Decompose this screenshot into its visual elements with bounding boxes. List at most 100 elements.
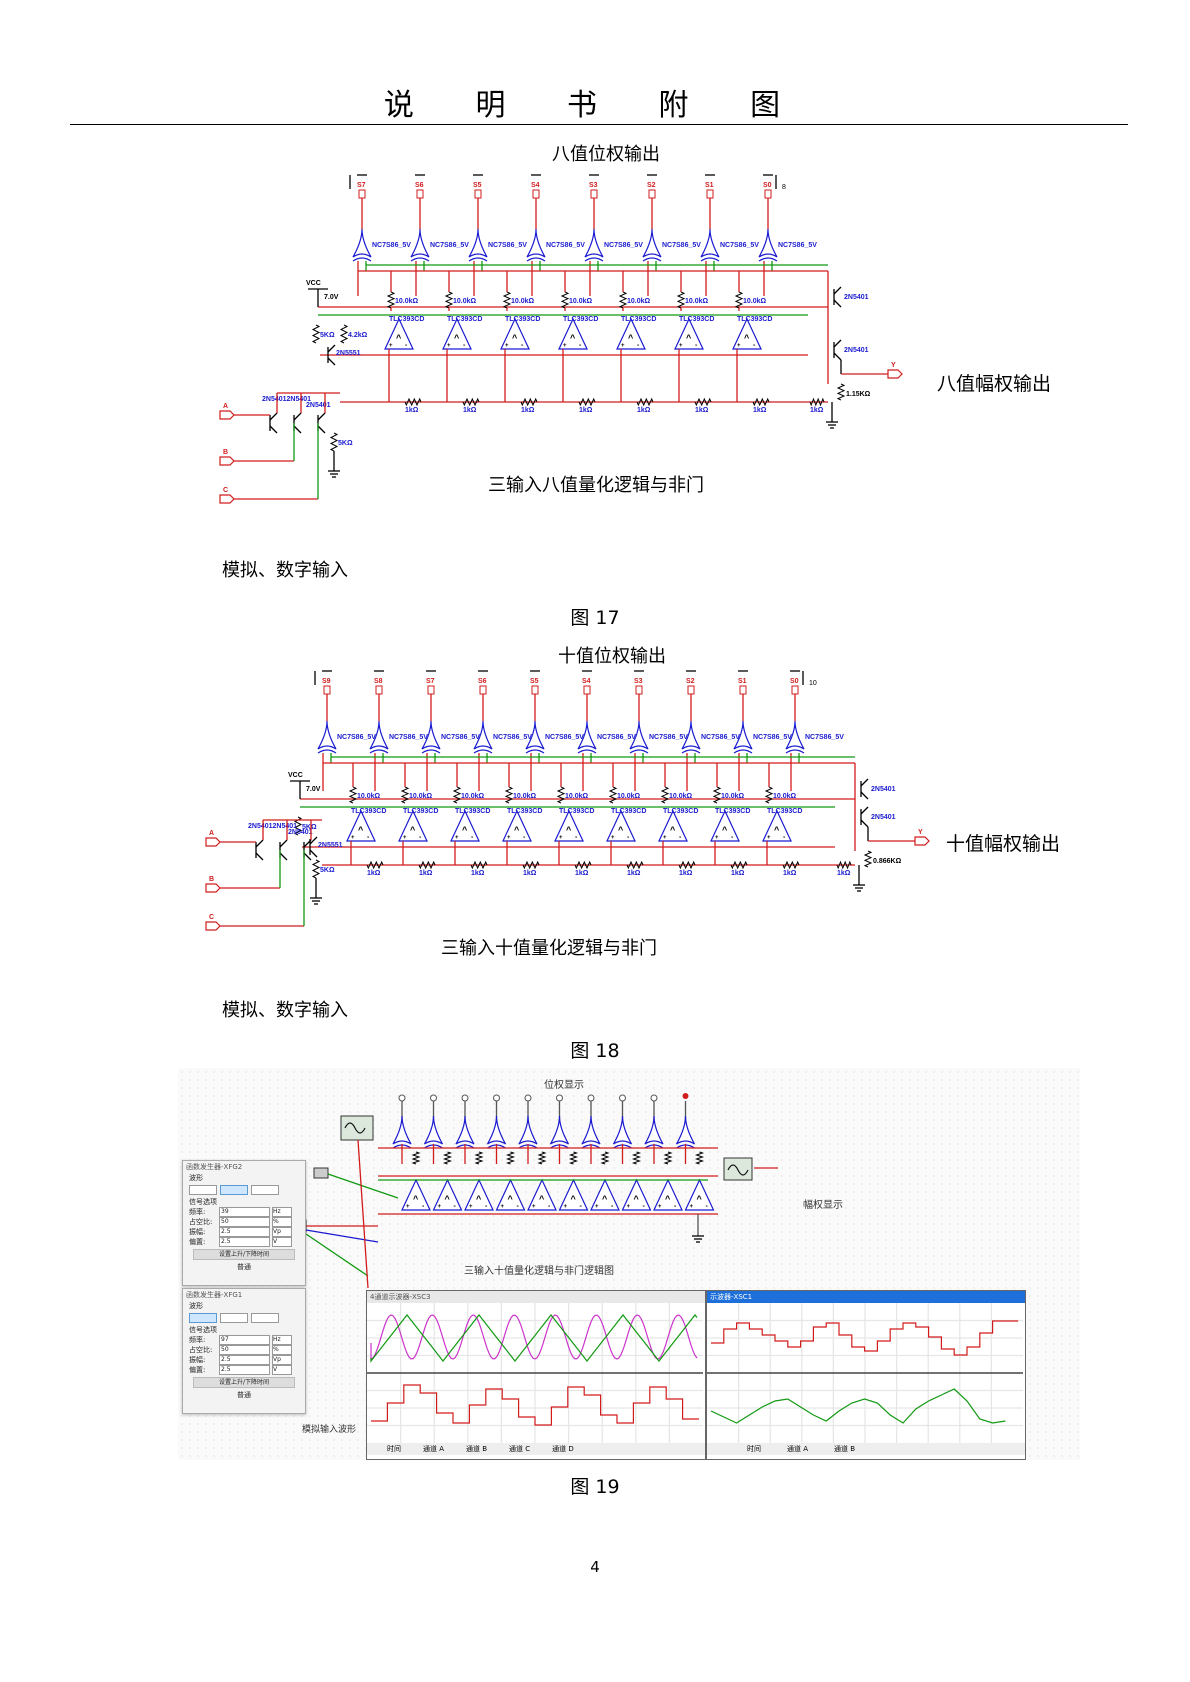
input-a-port	[205, 837, 221, 847]
xor-gate-curve	[758, 257, 778, 262]
sine-wave-button[interactable]	[189, 1313, 217, 1323]
fig19-bit-label: 位权显示	[544, 1080, 584, 1091]
mini-resistor	[631, 1151, 642, 1165]
output-pin-S5	[531, 685, 539, 695]
output-transistor-2-label: 2N5401	[844, 347, 869, 354]
input-transistor-emitter	[317, 425, 326, 434]
xor-gate-curve	[410, 257, 430, 262]
square-wave-button[interactable]	[251, 1313, 279, 1323]
output-pin-S0	[791, 685, 799, 695]
mini-comparator	[432, 1178, 463, 1211]
comparator-plus: +	[737, 343, 741, 349]
output-transistor-1-emitter	[833, 299, 842, 308]
mini-comparator	[464, 1178, 494, 1211]
xfg2-waveform-buttons[interactable]	[183, 1183, 305, 1197]
probe-lit	[682, 1093, 689, 1099]
ladder-label: 1kΩ	[419, 870, 433, 877]
pullup-resistor	[618, 291, 628, 309]
bias-resistor-top	[293, 816, 303, 836]
comparator-label: TLC393CD	[455, 808, 490, 815]
xor-gate-mini	[392, 1115, 412, 1145]
input-b-port-label: B	[209, 876, 214, 883]
xor-label: NC7S86_5V	[372, 242, 411, 249]
triangle-wave-button[interactable]	[220, 1185, 248, 1195]
input-a-port-label: A	[209, 830, 214, 837]
output-S6: S6	[415, 182, 424, 189]
fig17-schematic: 8S7NC7S86_5VS6NC7S86_5VS5NC7S86_5VS4NC7S…	[219, 174, 903, 504]
output-pin-S8	[375, 685, 383, 695]
ladder-resistor	[462, 397, 480, 407]
pullup-resistor	[608, 786, 618, 804]
pullup-label: 10.0kΩ	[617, 793, 641, 800]
output-S7: S7	[357, 182, 366, 189]
xor-label: NC7S86_5V	[389, 734, 428, 741]
pullup-resistor	[386, 291, 396, 309]
mini-comparator-minus: -	[517, 1203, 520, 1210]
triangle-wave-button[interactable]	[220, 1313, 248, 1323]
output-S1: S1	[738, 678, 747, 685]
comparator-label: TLC393CD	[563, 316, 598, 323]
comparator-plus: +	[455, 835, 459, 841]
sine-wave-button[interactable]	[189, 1185, 217, 1195]
mini-comparator-minus: -	[643, 1203, 646, 1210]
xor-gate-curve	[577, 749, 597, 754]
square-wave-button[interactable]	[251, 1185, 279, 1195]
comparator-minus: -	[405, 342, 408, 349]
xor-label: NC7S86_5V	[701, 734, 740, 741]
xor-gate-mini	[423, 1115, 444, 1145]
input-b-port-label: B	[223, 449, 228, 456]
xfg2-rise-fall-button[interactable]: 设置上升/下降时间	[193, 1249, 295, 1260]
comparator-label: TLC393CD	[611, 808, 646, 815]
comparator-plus: +	[767, 835, 771, 841]
output-transistor-2-label: 2N5401	[871, 814, 896, 821]
xfg1-duty-row[interactable]: 占空比:50%	[183, 1345, 305, 1355]
comparator-symbol: ^	[358, 825, 364, 835]
output-transistor-1-emitter	[860, 791, 869, 800]
comparator-symbol: ^	[774, 825, 780, 835]
bus-width: 8	[782, 184, 786, 191]
output-transistor-1-label: 2N5401	[844, 294, 869, 301]
xor-gate-curve	[642, 257, 662, 262]
xor-gate	[317, 720, 337, 750]
output-resistor-label: 1.15KΩ	[846, 391, 871, 398]
input-c-port	[219, 494, 235, 504]
xor-gate-curve	[421, 749, 441, 754]
comparator	[710, 809, 740, 842]
xsc1-title: 示波器-XSC1	[707, 1291, 1025, 1303]
output-y-port	[887, 369, 903, 379]
sine-icon	[344, 1122, 366, 1134]
output-S5: S5	[473, 182, 482, 189]
xor-gate-curve	[468, 257, 488, 262]
transistor-2n5551-collector	[327, 344, 336, 353]
comparator-symbol: ^	[744, 333, 750, 343]
xfg1-waveform-buttons[interactable]	[183, 1311, 305, 1325]
mini-comparator	[495, 1178, 526, 1211]
xor-gate	[352, 228, 372, 258]
xor-gate-curve	[681, 749, 701, 754]
comparator-symbol: ^	[454, 333, 460, 343]
fig17-title: 八值位权输出	[552, 144, 660, 165]
mini-input-b	[305, 1229, 379, 1243]
ladder-resistor	[470, 860, 488, 870]
comparator-symbol: ^	[618, 825, 624, 835]
xfg2-duty-row[interactable]: 占空比:50%	[183, 1217, 305, 1227]
output-S6: S6	[478, 678, 487, 685]
comparator-label: TLC393CD	[663, 808, 698, 815]
pullup-label: 10.0kΩ	[569, 298, 593, 305]
comparator-symbol: ^	[722, 825, 728, 835]
xfg2-options-label: 信号选项	[189, 1198, 217, 1206]
xfg1-rise-fall-button[interactable]: 设置上升/下降时间	[193, 1377, 295, 1388]
comparator-minus: -	[783, 834, 786, 841]
mini-comparator-minus: -	[548, 1203, 551, 1210]
comparator	[558, 317, 588, 350]
